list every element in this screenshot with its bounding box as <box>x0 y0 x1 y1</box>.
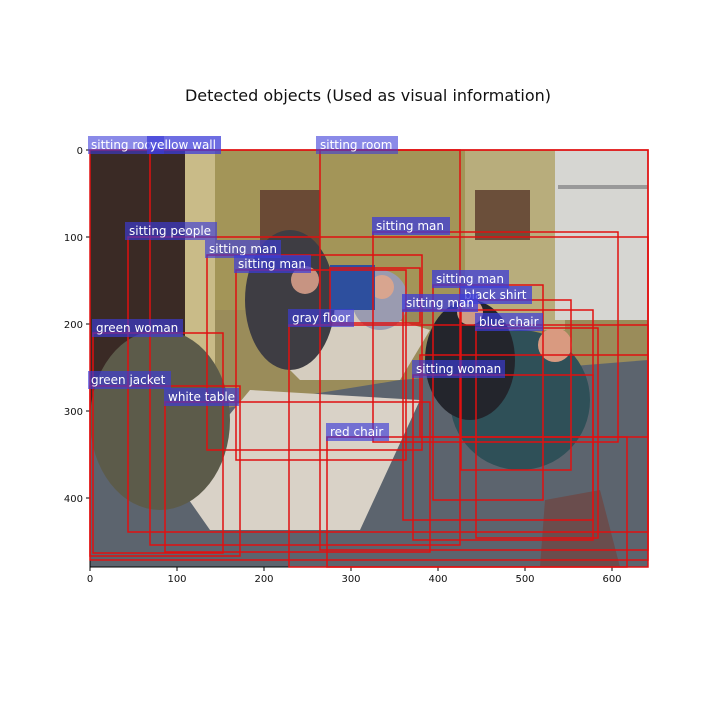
y-axis: 0 100 200 300 400 <box>64 146 90 505</box>
detection-labels: sitting room yellow wall sitting room si… <box>88 136 543 441</box>
y-tick-label: 300 <box>64 407 83 418</box>
bbox-sitting-man-1 <box>206 254 423 451</box>
label-sitting-man: sitting man <box>406 296 474 310</box>
bbox-sitting-man-3 <box>372 231 619 443</box>
x-tick-label: 600 <box>602 574 621 585</box>
bbox-white-table <box>164 401 431 553</box>
label-sitting-people: sitting people <box>129 224 211 238</box>
scene-photo <box>90 150 648 567</box>
label-green-jacket: green jacket <box>91 373 166 387</box>
label-sitting-room: sitting room <box>91 138 163 152</box>
label-black-shirt: black shirt <box>464 288 527 302</box>
label-gray-floor: gray floor <box>292 311 350 325</box>
y-tick-label: 200 <box>64 320 83 331</box>
x-tick-label: 100 <box>167 574 186 585</box>
label-sitting-room: sitting room <box>320 138 392 152</box>
label-white-table: white table <box>168 390 235 404</box>
y-tick-label: 0 <box>77 146 83 157</box>
y-tick-label: 100 <box>64 233 83 244</box>
x-tick-label: 300 <box>341 574 360 585</box>
x-tick-label: 500 <box>515 574 534 585</box>
label-sitting-man: sitting man <box>436 272 504 286</box>
label-sitting-woman: sitting woman <box>416 362 501 376</box>
figure-title: Detected objects (Used as visual informa… <box>184 86 552 105</box>
label-blue-chair: blue chair <box>479 315 539 329</box>
label-sitting-man: sitting man <box>238 257 306 271</box>
label-red-chair: red chair <box>330 425 383 439</box>
label-sitting-man: sitting man <box>209 242 277 256</box>
y-tick-label: 400 <box>64 494 83 505</box>
x-axis: 0 100 200 300 400 500 600 <box>87 567 622 585</box>
bbox-extra-1 <box>419 354 649 438</box>
x-tick-label: 0 <box>87 574 93 585</box>
label-sitting-man: sitting man <box>376 219 444 233</box>
bbox-yellow-wall <box>149 149 461 546</box>
bbox-sitting-man-2 <box>235 269 407 461</box>
label-yellow-wall: yellow wall <box>150 138 216 152</box>
x-tick-label: 200 <box>254 574 273 585</box>
label-green-woman: green woman <box>96 321 178 335</box>
x-tick-label: 400 <box>428 574 447 585</box>
